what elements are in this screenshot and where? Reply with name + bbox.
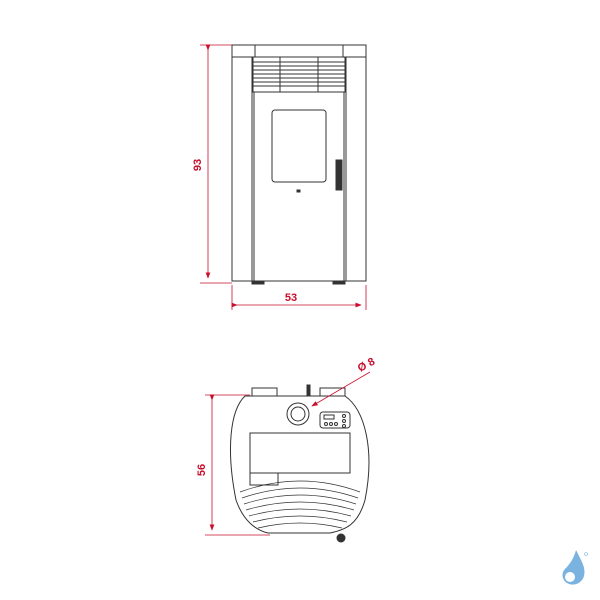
door-handle	[335, 159, 343, 191]
top-view	[230, 384, 370, 543]
stove-door	[253, 91, 345, 282]
depth-dimension	[205, 394, 270, 536]
top-lid	[249, 432, 351, 474]
height-label: 93	[192, 159, 204, 171]
front-height-dimension	[200, 44, 232, 284]
flue-diameter-label: Ø 8	[356, 356, 377, 375]
top-grille	[252, 56, 346, 93]
front-view	[231, 44, 367, 285]
flue-leader	[311, 371, 371, 407]
control-panel	[319, 411, 351, 429]
width-label: 53	[285, 292, 297, 304]
front-width-dimension	[231, 285, 367, 310]
water-drop-logo-icon	[562, 550, 588, 585]
flue-outlet	[286, 402, 310, 426]
depth-label: 56	[196, 464, 208, 476]
vent-grille	[239, 480, 361, 529]
glass-window	[271, 109, 327, 183]
